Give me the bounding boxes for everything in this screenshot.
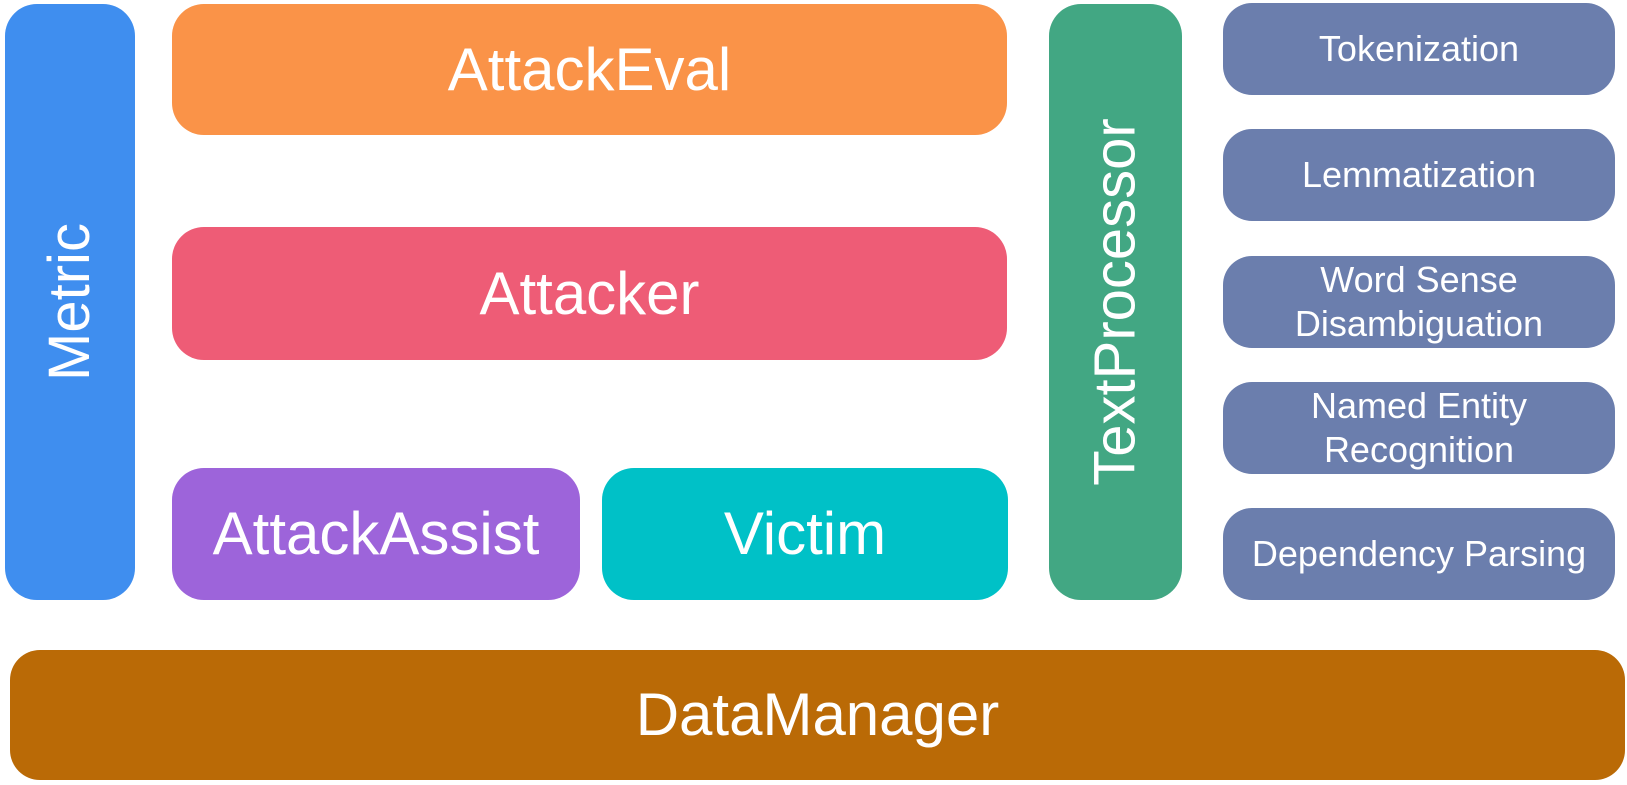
nlp-item-named-entity-recognition-label: Named Entity Recognition — [1310, 384, 1528, 470]
attack-assist-block: AttackAssist — [172, 468, 580, 600]
nlp-item-word-sense-disambiguation-label: Word Sense Disambiguation — [1294, 258, 1544, 344]
nlp-item-named-entity-recognition: Named Entity Recognition — [1223, 381, 1615, 474]
metric-block: Metric — [5, 4, 135, 600]
metric-label: Metric — [37, 223, 103, 381]
attack-eval-label: AttackEval — [447, 35, 732, 103]
text-processor-block: TextProcessor — [1049, 4, 1182, 600]
nlp-item-dependency-parsing-label: Dependency Parsing — [1251, 533, 1587, 575]
nlp-item-dependency-parsing: Dependency Parsing — [1223, 508, 1615, 600]
nlp-component-list: Tokenization Lemmatization Word Sense Di… — [1223, 3, 1615, 600]
victim-block: Victim — [602, 468, 1008, 600]
text-processor-label: TextProcessor — [1082, 118, 1148, 486]
data-manager-block: DataManager — [10, 650, 1625, 780]
nlp-item-tokenization-label: Tokenization — [1318, 28, 1520, 70]
attack-eval-block: AttackEval — [172, 4, 1007, 135]
nlp-item-word-sense-disambiguation: Word Sense Disambiguation — [1223, 255, 1615, 348]
attack-assist-label: AttackAssist — [212, 500, 540, 567]
attacker-block: Attacker — [172, 227, 1007, 360]
attacker-label: Attacker — [479, 259, 700, 327]
nlp-item-lemmatization-label: Lemmatization — [1301, 154, 1537, 196]
nlp-item-lemmatization: Lemmatization — [1223, 129, 1615, 222]
nlp-item-tokenization: Tokenization — [1223, 3, 1615, 95]
data-manager-label: DataManager — [635, 681, 1000, 748]
victim-label: Victim — [723, 500, 887, 567]
